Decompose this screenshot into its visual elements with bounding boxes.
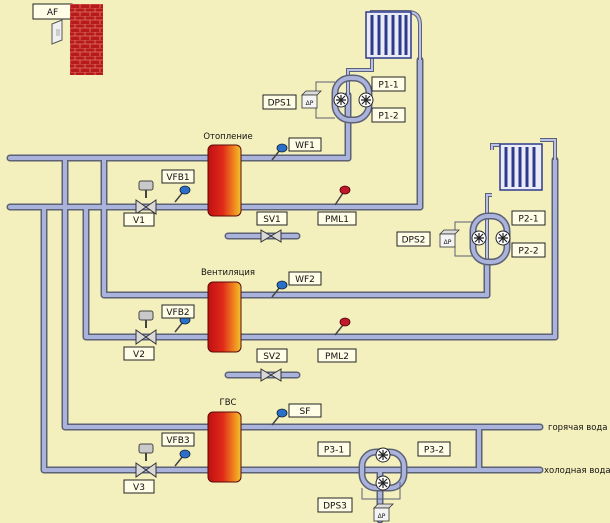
svg-text:SV1: SV1 (263, 215, 281, 225)
vfb1-tag[interactable]: VFB1 (161, 169, 195, 184)
temperature-sensor-icon[interactable] (174, 185, 191, 203)
svg-text:P1-1: P1-1 (378, 81, 398, 91)
hot-water-line-label: горячая вода (548, 423, 608, 433)
sv1-tag[interactable]: SV1 (256, 211, 288, 226)
svg-text:P2-2: P2-2 (518, 247, 538, 257)
motorized-valve-icon[interactable] (135, 443, 157, 478)
svg-text:PML2: PML2 (325, 352, 349, 362)
svg-text:P1-2: P1-2 (378, 112, 398, 122)
svg-text:PML1: PML1 (325, 215, 349, 225)
svg-text:V2: V2 (133, 350, 145, 360)
temperature-sensor-icon[interactable] (334, 317, 351, 336)
v1-tag[interactable]: V1 (123, 212, 155, 227)
motorized-valve-icon[interactable] (135, 310, 157, 345)
svg-text:ΔP: ΔP (378, 513, 386, 520)
radiator-icon (499, 143, 543, 191)
svg-text:P2-1: P2-1 (518, 215, 538, 225)
svg-text:DPS3: DPS3 (323, 502, 347, 512)
v3-tag[interactable]: V3 (123, 479, 155, 494)
radiator-icon (365, 11, 412, 59)
differential-pressure-icon[interactable]: ΔP (439, 229, 460, 248)
svg-text:P3-2: P3-2 (424, 446, 444, 456)
pml2-tag[interactable]: PML2 (317, 348, 357, 363)
temperature-sensor-icon[interactable] (271, 408, 288, 426)
p1-1-tag[interactable]: P1-1 (371, 76, 406, 92)
svg-text:WF2: WF2 (295, 275, 315, 285)
svg-text:VFB2: VFB2 (166, 308, 189, 318)
wf1-tag[interactable]: WF1 (288, 137, 322, 152)
temperature-sensor-icon[interactable] (334, 185, 351, 206)
pump-icon[interactable] (358, 92, 374, 108)
solenoid-valve-icon[interactable] (260, 229, 282, 243)
svg-text:DPS1: DPS1 (268, 99, 292, 109)
svg-text:P3-1: P3-1 (324, 446, 344, 456)
p2-2-tag[interactable]: P2-2 (511, 242, 546, 258)
brick-wall-icon (70, 4, 103, 75)
heating-title: Отопление (203, 132, 252, 142)
wf2-tag[interactable]: WF2 (288, 271, 322, 286)
outdoor-area: AF (32, 3, 103, 75)
dps2-tag[interactable]: DPS2 (396, 231, 431, 247)
temperature-sensor-icon[interactable] (271, 143, 288, 161)
pump-icon[interactable] (375, 475, 391, 491)
dps3-tag[interactable]: DPS3 (317, 497, 353, 513)
svg-text:ΔP: ΔP (306, 100, 314, 107)
pump-icon[interactable] (375, 447, 391, 463)
vfb3-tag[interactable]: VFB3 (161, 432, 195, 447)
hot-water-title: ГВС (220, 398, 237, 408)
cold-water-line-label: холодная вода (544, 466, 610, 476)
dps1-tag[interactable]: DPS1 (262, 94, 297, 110)
af-label: AF (47, 8, 58, 18)
sf-tag[interactable]: SF (288, 403, 322, 418)
p2-1-tag[interactable]: P2-1 (511, 210, 546, 226)
differential-pressure-icon[interactable]: ΔP (373, 503, 394, 522)
motorized-valve-icon[interactable] (135, 180, 157, 215)
svg-text:V3: V3 (133, 483, 145, 493)
pump-icon[interactable] (495, 230, 511, 246)
differential-pressure-icon[interactable]: ΔP (301, 90, 322, 109)
svg-text:WF1: WF1 (295, 141, 315, 151)
svg-text:V1: V1 (133, 216, 145, 226)
ventilation-tank[interactable] (207, 281, 242, 353)
heating-tank[interactable] (207, 144, 242, 217)
solenoid-valve-icon[interactable] (260, 368, 282, 382)
svg-text:VFB3: VFB3 (166, 436, 189, 446)
svg-text:SF: SF (300, 407, 311, 417)
ventilation-title: Вентиляция (201, 268, 255, 278)
vfb2-tag[interactable]: VFB2 (161, 304, 195, 319)
svg-text:DPS2: DPS2 (402, 236, 426, 246)
svg-text:VFB1: VFB1 (166, 173, 189, 183)
p3-2-tag[interactable]: P3-2 (417, 441, 451, 457)
svg-text:SV2: SV2 (263, 352, 281, 362)
pump-icon[interactable] (471, 230, 487, 246)
temperature-sensor-icon[interactable] (271, 280, 288, 298)
pml1-tag[interactable]: PML1 (317, 211, 357, 226)
pipe-network (6, 10, 559, 523)
svg-text:ΔP: ΔP (444, 239, 452, 246)
outdoor-sensor-icon[interactable] (51, 19, 63, 45)
v2-tag[interactable]: V2 (123, 346, 155, 361)
hot-water-tank[interactable] (207, 411, 242, 483)
p1-2-tag[interactable]: P1-2 (371, 107, 406, 123)
p3-1-tag[interactable]: P3-1 (317, 441, 351, 457)
pump-icon[interactable] (333, 92, 349, 108)
temperature-sensor-icon[interactable] (174, 449, 191, 467)
sv2-tag[interactable]: SV2 (256, 348, 288, 363)
